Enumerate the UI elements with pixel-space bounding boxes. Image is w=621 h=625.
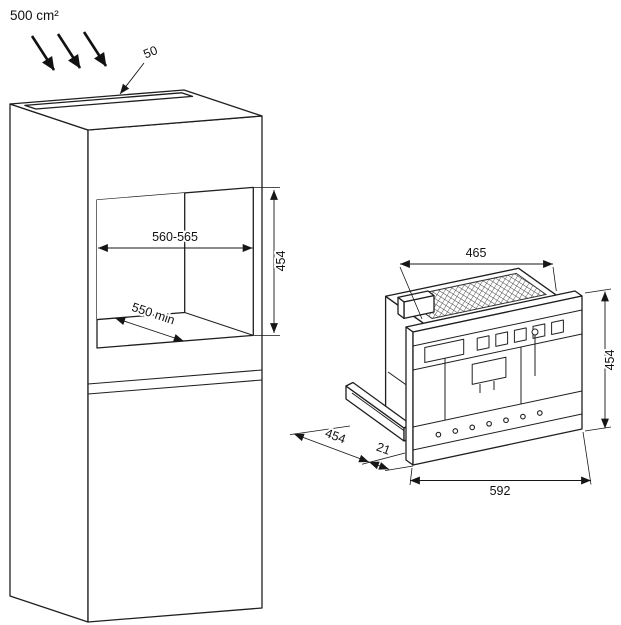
top-width-ext-left — [399, 266, 423, 320]
overhang-line — [368, 461, 390, 470]
support-rail-inner-line — [351, 392, 405, 432]
hopper-lid-left — [397, 296, 405, 320]
depth-ext-back — [289, 425, 351, 435]
drip-grill-hole — [503, 417, 509, 424]
dim-niche-height: 454 — [254, 187, 290, 336]
cabinet-top-face — [9, 89, 263, 131]
control-band-bottom-line — [412, 333, 583, 371]
control-band-top-line — [412, 309, 583, 347]
spout-block — [471, 356, 507, 385]
vent-slot — [24, 92, 194, 110]
appliance-depth-label: 454 — [323, 426, 347, 446]
vent-slot-depth-leader — [119, 62, 145, 95]
niche-height-label: 454 — [274, 251, 288, 272]
steam-wand-knob — [531, 328, 539, 336]
drip-grill-hole — [469, 424, 476, 431]
airflow-arrows — [30, 31, 108, 71]
drip-tray-front-line — [412, 413, 583, 451]
control-panel — [412, 309, 583, 371]
drip-grill-hole — [486, 420, 492, 427]
niche-depth-line — [114, 317, 184, 342]
dim-vent-slot-depth: 50 — [119, 41, 162, 95]
airflow-arrow — [30, 35, 56, 71]
drip-grill-hole — [435, 431, 442, 438]
drip-grill-hole — [452, 428, 459, 434]
control-button — [495, 331, 509, 347]
vent-area-label: 500 cm² — [10, 8, 59, 23]
appliance-top-width-label: 465 — [466, 246, 487, 260]
display — [424, 338, 465, 363]
dispensing-unit — [471, 328, 539, 393]
control-button — [476, 335, 490, 351]
appliance-height-label: 454 — [603, 350, 617, 371]
vent-slot-depth-label: 50 — [141, 43, 159, 61]
niche-width-label: 560-565 — [152, 230, 198, 244]
front-panel-left-edge — [405, 326, 414, 466]
door-gap-line-top — [87, 369, 263, 385]
control-button — [513, 327, 527, 343]
control-button — [551, 319, 564, 335]
airflow-arrow — [82, 31, 108, 67]
height-ext-bottom — [584, 426, 612, 432]
height-ext-top — [584, 288, 612, 294]
airflow-arrow — [56, 33, 82, 69]
drip-grill-hole — [536, 410, 543, 416]
dim-niche-width: 560-565 — [98, 228, 253, 252]
dim-front-width: 592 — [409, 431, 592, 500]
front-width-label: 592 — [490, 484, 511, 498]
front-width-ext-right — [582, 431, 592, 485]
depth-line — [293, 433, 370, 463]
cabinet-drawing: 500 cm² 50 560-565 454 550 mi — [8, 6, 290, 623]
drip-grill-hole — [520, 413, 526, 420]
appliance-drawing: 465 454 592 454 21 — [289, 244, 619, 500]
dim-appliance-height: 454 — [584, 288, 619, 432]
overhang-ext — [384, 465, 414, 471]
door-gap-line-bottom — [87, 379, 263, 395]
drip-tray-top-line — [412, 390, 583, 428]
vent-annotation: 500 cm² — [8, 6, 108, 71]
dim-appliance-top-width: 465 — [399, 244, 557, 320]
front-width-ext-left — [409, 467, 413, 486]
cabinet-left-side-face — [9, 103, 89, 623]
niche-floor-right-edge — [184, 312, 254, 336]
drip-tray — [412, 390, 583, 451]
front-overhang-label: 21 — [374, 440, 392, 458]
top-width-ext-right — [552, 266, 557, 292]
